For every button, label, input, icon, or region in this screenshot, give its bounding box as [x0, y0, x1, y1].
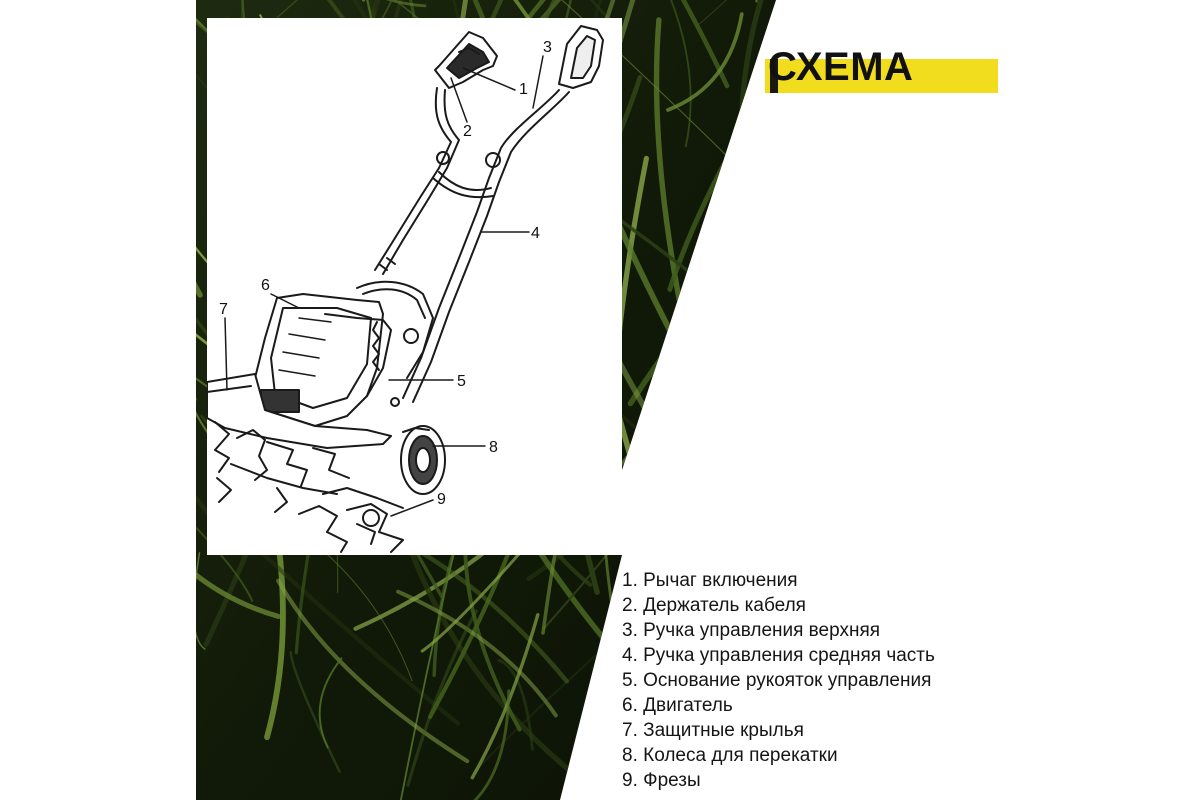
grass-blade	[710, 279, 736, 438]
callout-labels: 1 2 3 4 5 6 7 8 9	[219, 39, 552, 508]
legend-item: 6. Двигатель	[622, 695, 733, 716]
grass-blade	[656, 0, 692, 148]
grass-blade	[196, 51, 203, 298]
callout-8: 8	[489, 439, 498, 456]
grass-blade	[406, 609, 478, 787]
legend-item: 1. Рычаг включения	[622, 570, 798, 591]
grass-blade	[626, 0, 730, 89]
handle-rails	[374, 87, 570, 403]
upper-handle-left	[434, 31, 498, 89]
callout-1: 1	[519, 81, 528, 98]
transport-wheel	[400, 425, 446, 495]
legend-item: 8. Колеса для перекатки	[622, 745, 838, 766]
grass-blade	[635, 480, 710, 538]
grass-blade	[696, 0, 771, 27]
grass-blade	[539, 0, 671, 32]
legend-item: 9. Фрезы	[622, 770, 701, 791]
grass-blade	[196, 107, 212, 267]
upper-handle-right	[558, 25, 604, 89]
legend-item: 5. Основание рукояток управления	[622, 670, 932, 691]
callout-3: 3	[543, 39, 552, 56]
leader-lines	[224, 55, 544, 517]
grass-blade	[246, 538, 461, 726]
grass-blade	[666, 12, 744, 112]
grass-blade	[196, 498, 254, 602]
parts-legend: 1. Рычаг включения 2. Держатель кабеля 3…	[622, 568, 935, 793]
grass-blade	[196, 283, 215, 442]
grass-blade	[196, 552, 206, 650]
grass-blade	[655, 418, 691, 583]
legend-item: 3. Ручка управления верхняя	[622, 620, 881, 641]
title-dark-stripe	[770, 59, 778, 93]
grass-blade	[396, 589, 558, 718]
callout-6: 6	[261, 277, 270, 294]
callout-5: 5	[457, 373, 466, 390]
grass-blade	[744, 199, 776, 524]
grass-blade	[459, 689, 511, 800]
callout-7: 7	[219, 301, 228, 318]
tines	[214, 421, 404, 553]
grass-blade	[420, 534, 537, 653]
grass-blade	[276, 578, 470, 764]
engine-housing	[254, 280, 434, 427]
grass-blade	[705, 277, 776, 363]
grass-blade	[497, 658, 534, 751]
grass-blade	[289, 650, 341, 773]
grass-blade	[318, 657, 343, 749]
grass-blade	[779, 149, 1024, 392]
callout-2: 2	[463, 123, 472, 140]
grass-blade	[401, 529, 595, 791]
grass-blade	[755, 367, 776, 490]
grass-blade	[196, 503, 281, 619]
grass-blade	[655, 438, 717, 569]
legend-item: 4. Ручка управления средняя часть	[622, 645, 935, 666]
grass-blade	[775, 126, 776, 218]
legend-item: 2. Держатель кабеля	[622, 595, 806, 616]
grass-blade	[196, 418, 220, 527]
legend-item: 7. Защитные крылья	[622, 720, 804, 741]
grass-blade	[196, 275, 198, 401]
grass-blade	[315, 0, 427, 8]
grass-blade	[716, 236, 748, 387]
title-highlight	[765, 59, 998, 93]
callout-4: 4	[531, 225, 540, 242]
tiller-diagram: 1 2 3 4 5 6 7 8 9	[207, 18, 622, 555]
page-title: СХЕМА	[768, 45, 914, 89]
grass-blade	[635, 369, 776, 539]
callout-9: 9	[437, 491, 446, 508]
grass-blade	[453, 0, 494, 65]
